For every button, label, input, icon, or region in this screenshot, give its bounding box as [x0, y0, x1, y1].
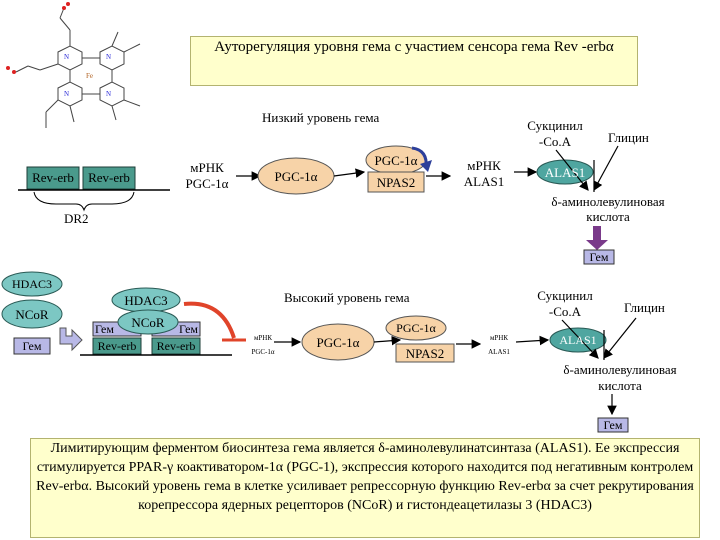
- high-npas2-box: [395, 343, 455, 363]
- high-reverb-box-2: [151, 337, 201, 355]
- molecule-n-label: N: [64, 90, 70, 98]
- high-heme-box: [597, 417, 629, 433]
- oxygen-atom: [6, 66, 10, 70]
- high-ala-line2: кислота: [598, 378, 642, 393]
- high-ncor-left-label: NCoR: [15, 307, 49, 322]
- high-reverb-label-2: Rev-erb: [156, 339, 196, 353]
- low-npas2-box: [367, 171, 425, 193]
- arrow-pgc-to-complex: [333, 168, 366, 178]
- caption-text: Лимитирующим ферментом биосинтеза гема я…: [30, 438, 700, 538]
- high-ncor-ellipse: [117, 309, 179, 335]
- high-heme-left-label: Гем: [22, 339, 42, 353]
- low-pgc-top-label: PGC-1α: [374, 153, 418, 168]
- high-mrna-pgc-line1: мРНК: [253, 334, 273, 342]
- high-arrow-pgc-to-complex: [373, 335, 402, 346]
- low-heme-heading: Низкий уровень гема: [262, 110, 380, 125]
- high-alas1-label: ALAS1: [559, 333, 597, 347]
- dr2-label: DR2: [64, 211, 89, 226]
- low-succinyl-line1: Сукцинил: [527, 118, 583, 133]
- low-ala-line2: кислота: [586, 209, 630, 224]
- high-heme-label: Гем: [603, 418, 623, 432]
- low-succinyl-arrow: [555, 149, 589, 191]
- high-arrow-mrna-to-alas: [515, 335, 550, 346]
- high-inhibition-arc: [183, 301, 236, 339]
- high-hdac3-left-ellipse: [1, 271, 63, 297]
- low-mrna-pgc-line2: PGC-1α: [185, 176, 229, 191]
- high-mrna-alas-line2: ALAS1: [488, 348, 510, 356]
- low-reverb-label-1: Rev-erb: [32, 170, 74, 185]
- high-glycine-arrow: [603, 317, 637, 359]
- oxygen-atom: [66, 2, 70, 6]
- heme-molecule-structure: [15, 7, 141, 128]
- molecule-n-label: N: [106, 53, 112, 61]
- high-heme-heading: Высокий уровень гема: [284, 290, 410, 305]
- high-hdac3-left-label: HDAC3: [11, 277, 52, 291]
- low-alas1-label: ALAS1: [544, 165, 586, 180]
- high-pgc-ellipse-top: [385, 315, 447, 341]
- low-heme-box: [583, 249, 615, 265]
- oxygen-atom: [12, 70, 16, 74]
- high-succinyl-arrow: [561, 319, 599, 359]
- high-reverb-box-1: [92, 337, 142, 355]
- high-pgc-label: PGC-1α: [316, 335, 360, 350]
- low-mrna-alas-line1: мРНК: [467, 158, 501, 173]
- oxygen-atom: [62, 6, 66, 10]
- low-succinyl-line2: -Co.A: [538, 134, 572, 149]
- high-ala-line1: δ-аминолевулиновая: [563, 362, 677, 377]
- high-heme-label-b: Гем: [179, 322, 198, 336]
- high-mrna-pgc-line2: PGC-1α: [251, 348, 275, 356]
- low-pgc-label: PGC-1α: [274, 169, 318, 184]
- high-succinyl-line2: -Co.A: [548, 304, 582, 319]
- high-ncor-label: NCoR: [131, 315, 165, 330]
- high-ncor-left-ellipse: [1, 299, 63, 329]
- high-alas1-ellipse: [549, 327, 607, 353]
- high-mrna-alas-line1: мРНК: [489, 334, 509, 342]
- low-glycine-arrow: [593, 145, 619, 192]
- molecule-fe-label: Fe: [86, 72, 93, 80]
- low-reverb-box-2: [82, 166, 136, 190]
- low-heme-label: Гем: [589, 250, 609, 264]
- low-heme-binding-arrowhead: [420, 160, 432, 172]
- high-succinyl-line1: Сукцинил: [537, 288, 593, 303]
- low-glycine-label: Глицин: [608, 130, 649, 145]
- low-heme-arrow-head: [586, 240, 608, 250]
- low-reverb-label-2: Rev-erb: [88, 170, 130, 185]
- low-npas2-label: NPAS2: [376, 175, 416, 190]
- low-reverb-box-1: [26, 166, 80, 190]
- high-npas2-label: NPAS2: [405, 346, 445, 361]
- low-ala-line1: δ-аминолевулиновая: [551, 194, 665, 209]
- high-glycine-label: Глицин: [624, 300, 665, 315]
- low-mrna-alas-line2: ALAS1: [463, 174, 505, 189]
- molecule-n-label: N: [64, 53, 70, 61]
- page-title: Ауторегуляция уровня гема с участием сен…: [190, 36, 638, 86]
- high-reverb-label-1: Rev-erb: [97, 339, 137, 353]
- high-heme-left-box: [13, 337, 51, 355]
- low-heme-arrow-shaft: [593, 226, 601, 240]
- high-pgc-top-label: PGC-1α: [396, 321, 436, 335]
- high-hdac3-label: HDAC3: [124, 293, 168, 308]
- high-heme-label-a: Гем: [95, 322, 114, 336]
- high-recruit-arrow: [59, 327, 83, 352]
- low-mrna-pgc-line1: мРНК: [190, 160, 224, 175]
- dr2-brace: [33, 191, 135, 212]
- molecule-n-label: N: [106, 90, 112, 98]
